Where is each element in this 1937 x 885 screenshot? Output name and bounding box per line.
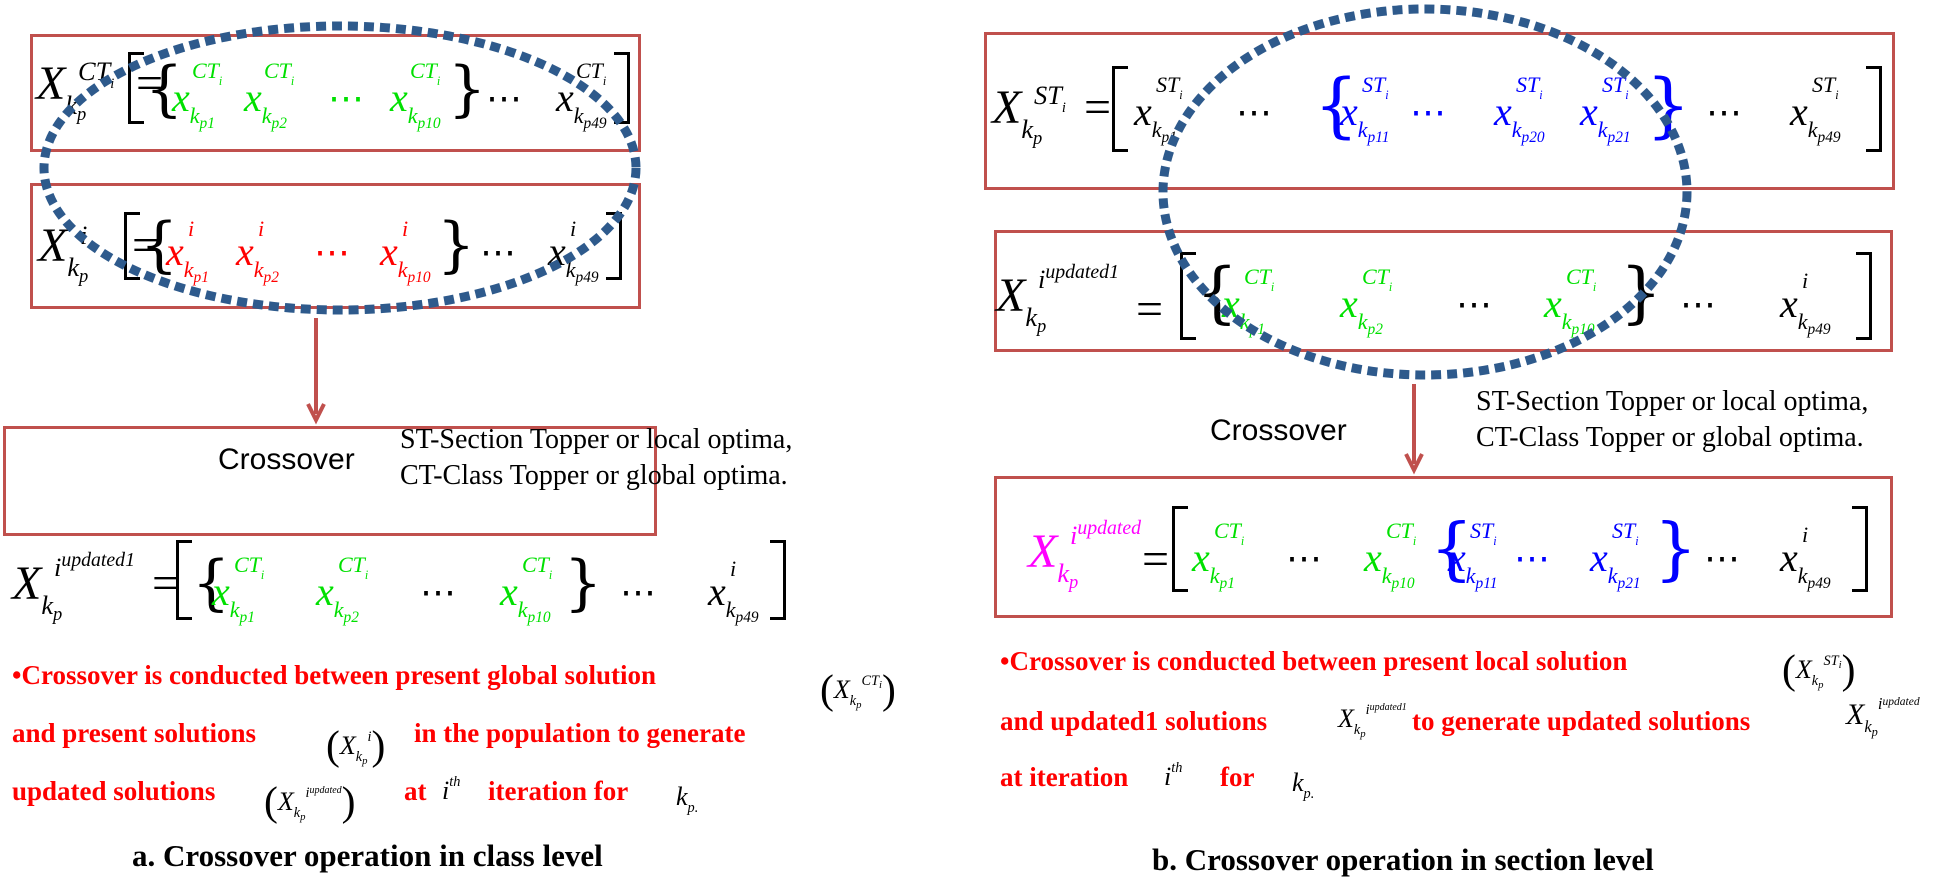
panel-b-desc-line1: •Crossover is conducted between present … [1000, 646, 1628, 676]
panel-a-desc-line2b: in the population to generate [414, 718, 746, 748]
panel-b-desc-line2b: to generate updated solutions [1412, 706, 1751, 736]
panel-b-row3-lbracket [1172, 506, 1188, 592]
panel-b-crossover-label: Crossover [1210, 414, 1347, 447]
panel-b-row2-dots: ⋯ [1456, 284, 1492, 324]
panel-b-row2-x1: xkp1 CTi [1222, 264, 1275, 339]
panel-b-row3-dots1: ⋯ [1286, 538, 1322, 578]
panel-a-row1-lbracket [128, 52, 144, 124]
panel-b-row2-x49: xkp49 i [1780, 268, 1831, 339]
panel-a-row3-rbracket [770, 540, 786, 620]
panel-a-arrow [306, 318, 326, 428]
panel-a-row1-x2: xkp2 CTi [244, 58, 295, 133]
panel-b-desc-line2: and updated1 solutions [1000, 706, 1268, 736]
panel-b-row2-lbracket [1180, 252, 1196, 340]
panel-a-box-updated [3, 426, 657, 536]
panel-a-crossover-label: Crossover [218, 443, 355, 476]
panel-a-caption: a. Crossover operation in class level [132, 838, 603, 873]
panel-b-row1-x49: xkp49 STi [1790, 72, 1841, 147]
panel-b-row1-x1: xkp1 STi [1134, 72, 1183, 147]
panel-a-desc-ith: ith [442, 774, 461, 805]
panel-a-row3-dots2: ⋯ [620, 572, 656, 612]
panel-a-row2-lbracket [124, 212, 140, 280]
panel-b-arrow [1404, 384, 1424, 478]
panel-b-row1-rbrace: } [1646, 64, 1691, 146]
panel-b-row2-x2: xkp2 CTi [1340, 264, 1393, 339]
panel-a-row1-dots: ⋯ [328, 78, 364, 118]
panel-b-row3-dots2: ⋯ [1514, 538, 1550, 578]
panel-b-row1-dots1: ⋯ [1236, 92, 1272, 132]
panel-a-row3-lbrace: { [192, 548, 231, 618]
panel-b-desc-line3b: for [1220, 762, 1255, 792]
panel-a-note: ST-Section Topper or local optima, CT-Cl… [400, 424, 793, 491]
panel-b-row3-dots3: ⋯ [1704, 538, 1740, 578]
panel-b-row2-x10: xkp10 CTi [1544, 264, 1597, 339]
panel-a-row3-lbracket [176, 540, 192, 620]
panel-b-row3-rbrace: } [1654, 510, 1698, 589]
panel-a-row1-x10: xkp10 CTi [390, 58, 441, 133]
panel-b-row3-x49: xkp49 i [1780, 522, 1831, 593]
panel-b-row3-x1: xkp1 CTi [1192, 518, 1245, 593]
panel-a-row1-dots2: ⋯ [486, 78, 522, 118]
panel-b-box-updated1 [994, 230, 1893, 352]
panel-b-note: ST-Section Topper or local optima, CT-Cl… [1476, 386, 1869, 453]
panel-a-row3-x49: xkp49 i [708, 556, 759, 627]
panel-a-row2-x10: xkp10 i [380, 216, 431, 287]
panel-a-row3-x10: xkp10 CTi [500, 552, 553, 627]
panel-a-desc-math2: (Xkpi) [326, 721, 386, 768]
panel-b-row3-x11: xkp11 STi [1448, 518, 1498, 593]
panel-a-row2-x2: xkp2 i [236, 216, 279, 287]
panel-b-row1-x21: xkp21 STi [1580, 72, 1631, 147]
panel-b-row2-dots2: ⋯ [1680, 284, 1716, 324]
panel-b-row1-x20: xkp20 STi [1494, 72, 1545, 147]
panel-a-desc-line1: •Crossover is conducted between present … [12, 660, 656, 690]
panel-a-desc-line3b: at [404, 776, 427, 806]
panel-b-desc-math1: (XkpSTi) [1782, 645, 1856, 692]
panel-a-row3-x2: xkp2 CTi [316, 552, 369, 627]
panel-b-row2-rbracket [1856, 252, 1872, 340]
panel-a-row2-x1: xkp1 i [166, 216, 209, 287]
panel-a-row2-dots2: ⋯ [480, 232, 516, 272]
panel-b-row1-x11: xkp11 STi [1340, 72, 1390, 147]
panel-a-row2-dots: ⋯ [314, 232, 350, 272]
panel-b-caption: b. Crossover operation in section level [1152, 842, 1654, 877]
panel-a-desc-line3: updated solutions [12, 776, 216, 806]
panel-a-row3-dots: ⋯ [420, 572, 456, 612]
panel-b-desc-ith: ith [1164, 760, 1183, 791]
panel-a-row3-x1: xkp1 CTi [212, 552, 265, 627]
panel-a-desc-line2: and present solutions [12, 718, 257, 748]
panel-b-row2-rbrace: } [1620, 254, 1662, 331]
panel-a-row1-rbracket [614, 52, 630, 124]
panel-a-row3-rbrace: } [564, 548, 603, 618]
panel-a-row2-rbracket [606, 212, 622, 280]
panel-a-row2-x49: xkp49 i [548, 216, 599, 287]
panel-b-desc-math3: Xkpiupdated [1846, 694, 1920, 739]
panel-b-box-updated [994, 476, 1893, 618]
panel-b-row3-eq: = [1142, 533, 1170, 586]
panel-a-row1-rbrace: } [448, 54, 487, 124]
panel-b-desc-line3: at iteration [1000, 762, 1129, 792]
panel-b-desc-kp: kp. [1292, 768, 1315, 803]
panel-a-row1-x49: xkp49 CTi [556, 58, 607, 133]
panel-a-desc-line3c: iteration for [488, 776, 629, 806]
panel-b-row3-lbrace: { [1430, 510, 1474, 589]
panel-b-row1-rbracket [1866, 66, 1882, 152]
panel-a-row1-x1: xkp1 CTi [172, 58, 223, 133]
panel-a-desc-math3: (Xkpiupdated) [264, 777, 356, 824]
panel-b-row3-x10: xkp10 CTi [1364, 518, 1417, 593]
panel-b-row1-lbracket [1112, 66, 1128, 152]
panel-b-row3-rbracket [1852, 506, 1868, 592]
panel-b-row3-x21: xkp21 STi [1590, 518, 1641, 593]
panel-a-desc-kp: kp. [676, 782, 699, 817]
panel-a-desc-math1: (XkpCTi) [820, 665, 896, 712]
panel-a-row2-rbrace: } [437, 210, 476, 280]
panel-b-desc-math2: Xkpiupdated1 [1338, 702, 1407, 741]
panel-b-row1-dots3: ⋯ [1706, 92, 1742, 132]
panel-b-row1-dots2: ⋯ [1410, 92, 1446, 132]
